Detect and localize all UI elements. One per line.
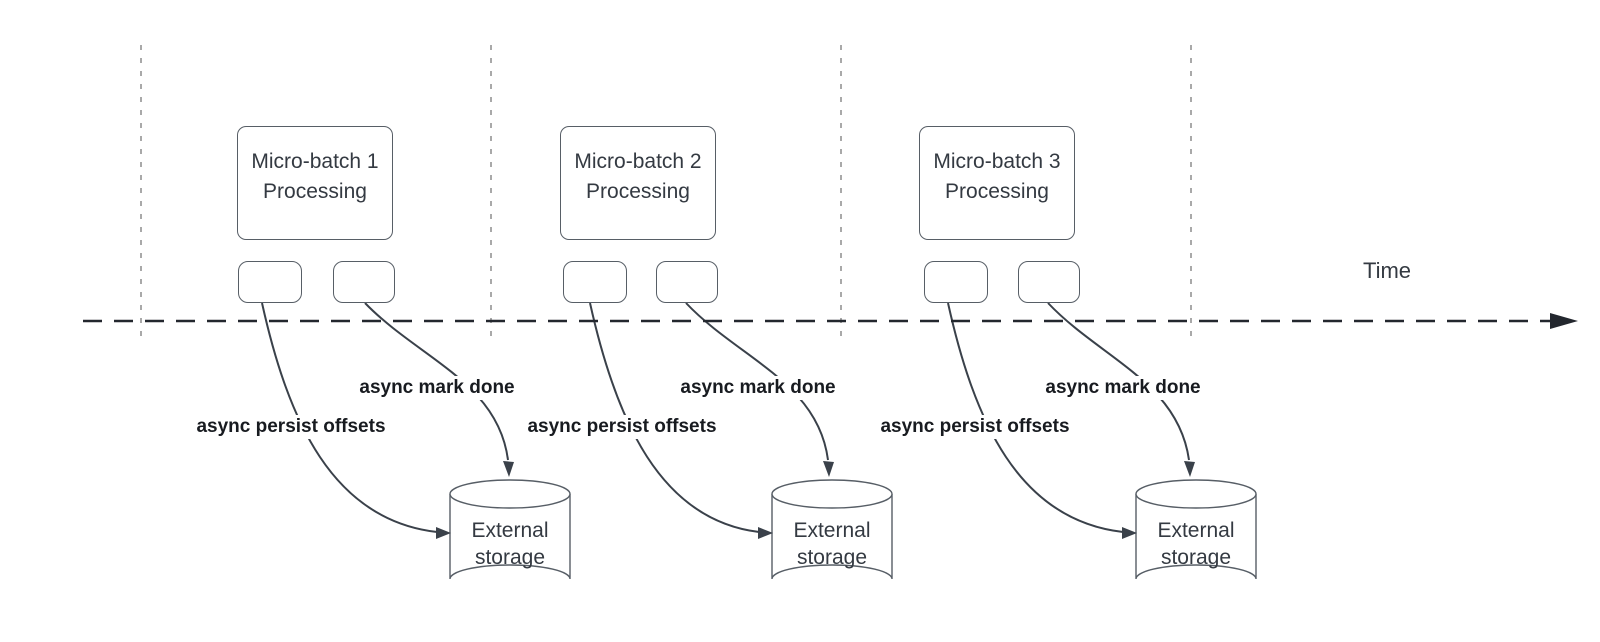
storage-label-line2: storage <box>796 546 868 569</box>
batch-3-offset-chip <box>924 261 988 303</box>
mark-done-arrowhead-icon <box>503 461 514 477</box>
external-storage-cylinder-2 <box>771 479 893 580</box>
mark-done-arrow-3 <box>1047 302 1190 461</box>
mark-done-arrow-2 <box>685 302 829 461</box>
micro-batch-2-title-line2: Processing <box>586 180 690 203</box>
external-storage-cylinder-3 <box>1135 479 1257 580</box>
storage-label-line1: External <box>793 519 871 542</box>
micro-batch-3-title-line1: Micro-batch 3 <box>933 150 1061 173</box>
mark-done-label-3: async mark done <box>1041 376 1205 400</box>
batch-1-offset-chip <box>238 261 302 303</box>
storage-label-line1: External <box>471 519 549 542</box>
persist-offsets-label-1: async persist offsets <box>192 415 390 439</box>
persist-offsets-label-3: async persist offsets <box>876 415 1074 439</box>
mark-done-arrowhead-icon <box>1184 461 1195 477</box>
mark-done-arrow-1 <box>364 302 509 461</box>
mark-done-label-1: async mark done <box>355 376 519 400</box>
batch-2-offset-chip <box>563 261 627 303</box>
micro-batch-1-title-line2: Processing <box>263 180 367 203</box>
micro-batch-3-processing-box: Micro-batch 3 Processing <box>919 126 1075 240</box>
persist-offsets-arrowhead-icon <box>758 527 773 539</box>
persist-offsets-label-2: async persist offsets <box>523 415 721 439</box>
batch-1-done-chip <box>333 261 395 303</box>
persist-offsets-arrow-3 <box>947 302 1124 533</box>
persist-offsets-arrowhead-icon <box>1122 527 1137 539</box>
persist-offsets-arrow-2 <box>589 302 760 533</box>
external-storage-label-3: External storage <box>1136 506 1256 582</box>
micro-batch-1-title-line1: Micro-batch 1 <box>251 150 379 173</box>
mark-done-arrowhead-icon <box>823 461 834 477</box>
time-axis-arrowhead-icon <box>1550 313 1578 329</box>
batch-3-done-chip <box>1018 261 1080 303</box>
micro-batch-2-title-line1: Micro-batch 2 <box>574 150 702 173</box>
storage-label-line2: storage <box>474 546 546 569</box>
external-storage-label-2: External storage <box>772 506 892 582</box>
storage-label-line2: storage <box>1160 546 1232 569</box>
micro-batch-2-processing-box: Micro-batch 2 Processing <box>560 126 716 240</box>
time-axis-label: Time <box>1362 258 1412 283</box>
batch-2-done-chip <box>656 261 718 303</box>
micro-batch-3-title-line2: Processing <box>945 180 1049 203</box>
persist-offsets-arrow-1 <box>261 302 438 533</box>
persist-offsets-arrowhead-icon <box>436 527 451 539</box>
external-storage-label-1: External storage <box>450 506 570 582</box>
storage-label-line1: External <box>1157 519 1235 542</box>
micro-batch-1-processing-box: Micro-batch 1 Processing <box>237 126 393 240</box>
external-storage-cylinder-1 <box>449 479 571 580</box>
mark-done-label-2: async mark done <box>676 376 840 400</box>
